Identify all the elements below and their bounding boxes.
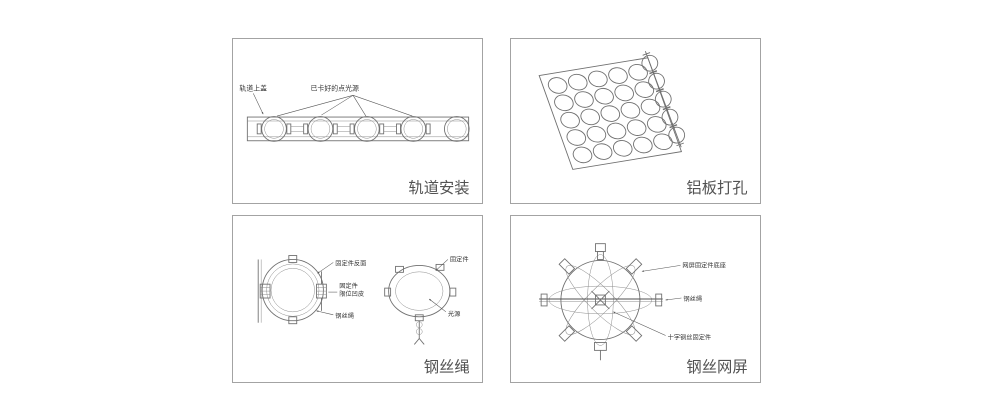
track-cover-leader-line [253,93,264,115]
wire-label-left: 钢丝绳 [335,312,354,320]
fixer-limit-label-line1: 固定件 [339,282,358,290]
fan-line-3 [352,95,367,117]
light-label: 光源 [448,310,461,318]
panel-wire-rope: 固定件反面 固定件 限位凹皮 钢丝绳 [232,215,483,383]
panel-title-aluminum-drill: 铝板打孔 [686,179,747,197]
label-clipped-lights-group: 已卡好的点光源 [276,83,413,117]
loose-light-module [443,116,470,142]
module-wires [290,126,397,132]
panel-wire-mesh: 网屏固定件底座 钢丝绳 十字钢丝固定件 钢丝网屏 [510,215,761,383]
fixer-back-leader [317,262,334,274]
cross-fixer-leader [613,311,666,336]
track-cover-label: 轨道上盖 [239,83,267,92]
clipped-lights-label: 已卡好的点光源 [311,83,359,92]
fan-line-4 [352,95,413,117]
mesh-wire-leader [665,297,682,301]
light-leader [428,298,447,313]
wire-mesh-diagram: 网屏固定件底座 钢丝绳 十字钢丝固定件 钢丝网屏 [539,243,748,376]
label-track-cover-group: 轨道上盖 [239,83,267,115]
fixer-leader [435,259,449,271]
panel-aluminum-drill: 铝板打孔 [510,38,761,204]
aluminum-drill-diagram: 铝板打孔 [511,39,748,203]
right-fixture-labels: 固定件 光源 [428,255,469,318]
fixture-ring-back [257,255,327,325]
mesh-labels: 网屏固定件底座 钢丝绳 十字钢丝固定件 [613,261,726,342]
cross-fixer-label: 十字钢丝固定件 [668,334,712,342]
mesh-base-label: 网屏固定件底座 [682,261,726,269]
panel-track-install: 轨道上盖 已卡好的点光源 轨道安装 [232,38,483,204]
track-rail [246,116,470,142]
fan-line-1 [276,95,354,117]
mesh-base-leader [641,265,681,272]
panel-title-track-install: 轨道安装 [408,180,469,197]
wire-mesh-ball [539,243,663,361]
panel-title-wire-rope: 钢丝绳 [424,359,470,376]
mesh-wire-label: 钢丝绳 [683,295,702,303]
fan-line-2 [321,95,354,116]
wire-rope-diagram: 固定件反面 固定件 限位凹皮 钢丝绳 [257,255,470,376]
left-fixture-labels: 固定件反面 固定件 限位凹皮 钢丝绳 [316,259,366,320]
track-install-diagram: 轨道上盖 已卡好的点光源 轨道安装 [239,83,470,197]
fixer-back-label: 固定件反面 [335,259,366,267]
wire-leader [316,310,334,316]
point-light-modules [256,116,470,142]
edge-light-modules [641,51,686,148]
fixer-limit-label-line2: 限位凹皮 [339,290,364,298]
fixer-label: 固定件 [450,255,469,263]
panel-title-wire-mesh: 钢丝网屏 [686,359,747,376]
fixture-ring-front [384,263,457,345]
